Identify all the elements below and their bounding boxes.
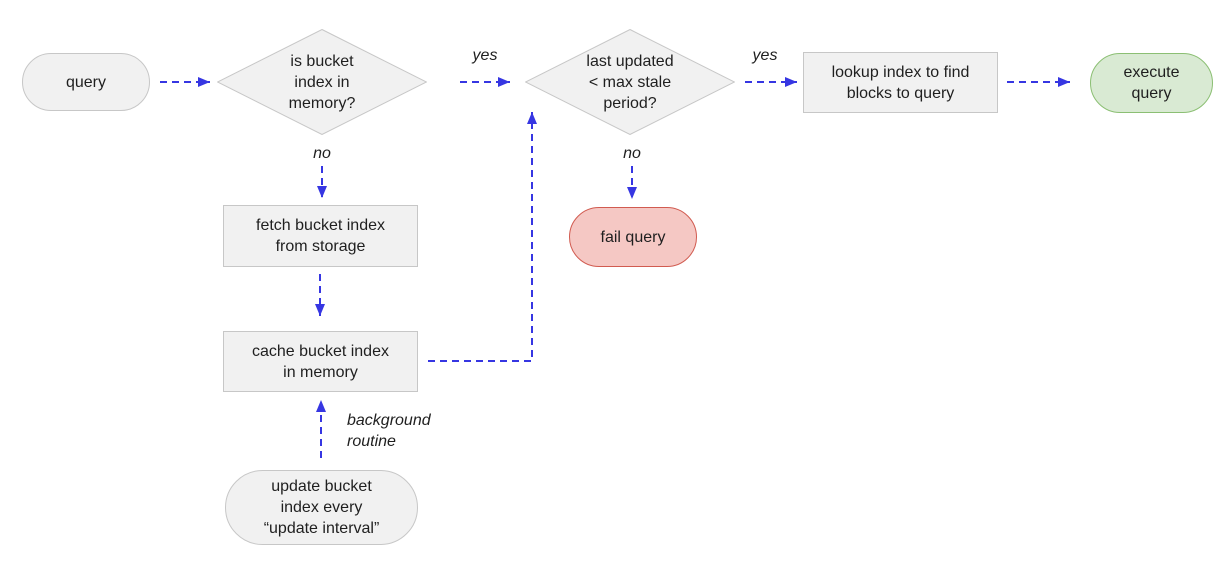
node-lookup-index-label: lookup index to find blocks to query	[831, 63, 970, 102]
edge-label-no-1: no	[313, 145, 331, 162]
decision-diamond-icon	[217, 29, 427, 135]
edge-label-background-routine: background routine	[347, 412, 431, 450]
node-fail-query-label: fail query	[600, 228, 666, 246]
node-lookup-index: lookup index to find blocks to query	[803, 52, 998, 113]
node-fail-query: fail query	[569, 207, 697, 267]
decision-diamond-icon	[525, 29, 735, 135]
node-decision-index-in-memory: is bucket index in memory?	[217, 29, 427, 135]
edge-label-yes-2: yes	[752, 47, 778, 64]
edge-label-no-2: no	[623, 145, 641, 162]
node-execute-query-label: execute query	[1123, 64, 1180, 102]
node-update-bucket-index: update bucket index every “update interv…	[225, 470, 418, 545]
node-decision-last-updated: last updated < max stale period?	[525, 29, 735, 135]
node-decision-last-updated-label: last updated < max stale period?	[586, 52, 674, 112]
node-cache-bucket-index-label: cache bucket index in memory	[252, 342, 389, 381]
edge-cache-to-decision2	[428, 112, 537, 362]
node-fetch-bucket-index: fetch bucket index from storage	[223, 205, 418, 267]
node-decision-index-in-memory-label: is bucket index in memory?	[288, 52, 356, 112]
node-fetch-bucket-index-label: fetch bucket index from storage	[256, 217, 385, 255]
node-cache-bucket-index: cache bucket index in memory	[223, 331, 418, 392]
edge-label-yes-1: yes	[472, 47, 498, 64]
node-query-start: query	[22, 53, 150, 111]
node-update-bucket-index-label: update bucket index every “update interv…	[263, 478, 380, 537]
node-query-start-label: query	[65, 73, 107, 91]
node-execute-query: execute query	[1090, 53, 1213, 113]
